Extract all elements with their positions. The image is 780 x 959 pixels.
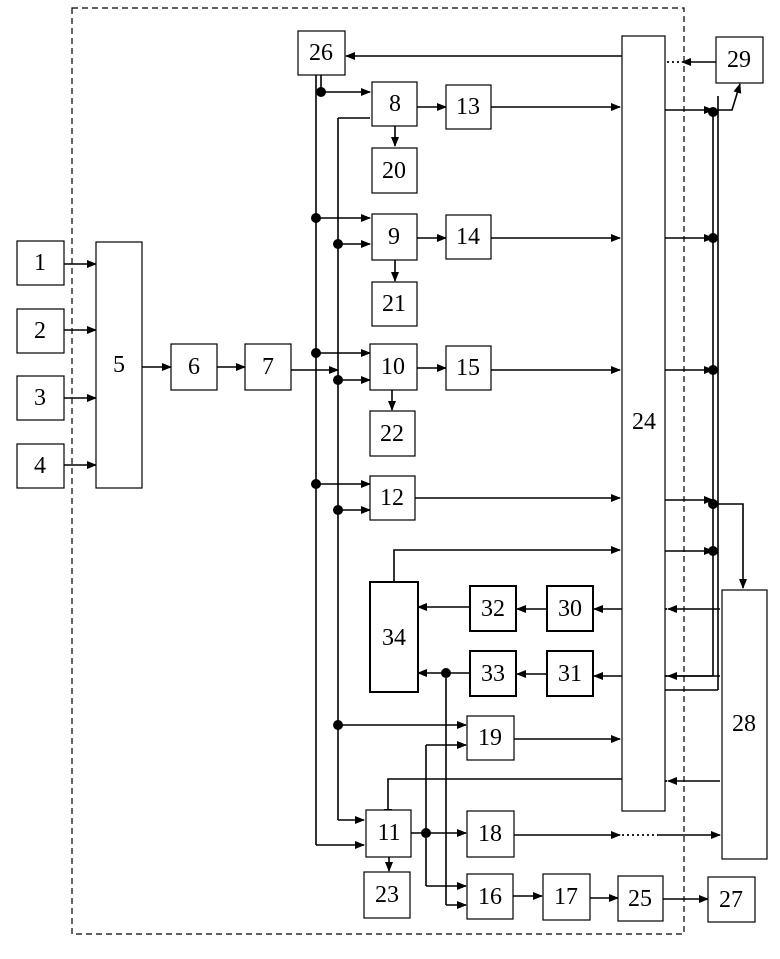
block-2: 2: [17, 309, 64, 353]
block-31: 31: [547, 651, 593, 696]
block-5: 5: [96, 242, 142, 488]
svg-text:10: 10: [381, 354, 405, 380]
block-9: 9: [372, 214, 417, 260]
block-34: 34: [370, 582, 418, 692]
svg-text:2: 2: [34, 318, 46, 344]
svg-text:19: 19: [478, 725, 502, 751]
block-14: 14: [446, 215, 491, 259]
block-27: 27: [708, 877, 755, 922]
svg-text:11: 11: [377, 820, 400, 846]
block-25: 25: [618, 876, 663, 921]
block-21: 21: [372, 282, 417, 326]
block-8: 8: [372, 82, 417, 126]
svg-text:17: 17: [554, 884, 578, 910]
block-6: 6: [171, 344, 217, 390]
svg-text:30: 30: [558, 596, 582, 622]
block-15: 15: [446, 346, 491, 390]
svg-text:24: 24: [632, 409, 656, 435]
blocks: 1 2 3 4 5 6 7 26 8 13 20 9 14 21 10 15 2…: [17, 31, 767, 922]
svg-text:15: 15: [456, 355, 480, 381]
block-7: 7: [245, 344, 291, 390]
svg-text:32: 32: [481, 596, 505, 622]
block-30: 30: [547, 586, 593, 631]
block-13: 13: [446, 85, 491, 129]
block-24: 24: [622, 36, 665, 811]
svg-text:13: 13: [456, 94, 480, 120]
block-16: 16: [467, 874, 513, 919]
svg-text:27: 27: [719, 887, 743, 913]
svg-text:29: 29: [727, 47, 751, 73]
svg-text:16: 16: [478, 884, 502, 910]
block-3: 3: [17, 376, 64, 420]
block-33: 33: [470, 651, 516, 696]
block-22: 22: [370, 411, 415, 456]
svg-text:5: 5: [113, 352, 125, 378]
svg-text:4: 4: [34, 453, 46, 479]
svg-text:3: 3: [34, 385, 46, 411]
svg-text:31: 31: [558, 661, 582, 687]
svg-text:26: 26: [309, 40, 333, 66]
svg-text:8: 8: [389, 91, 401, 117]
block-4: 4: [17, 444, 64, 488]
svg-text:23: 23: [375, 882, 399, 908]
svg-text:33: 33: [481, 661, 505, 687]
block-32: 32: [470, 586, 516, 631]
block-28: 28: [722, 590, 767, 859]
svg-text:7: 7: [262, 354, 274, 380]
block-10: 10: [370, 344, 417, 390]
block-26: 26: [298, 31, 345, 75]
block-18: 18: [467, 811, 514, 857]
svg-text:9: 9: [388, 224, 400, 250]
svg-text:28: 28: [732, 711, 756, 737]
block-17: 17: [543, 874, 590, 920]
block-29: 29: [716, 37, 763, 83]
svg-text:1: 1: [34, 250, 46, 276]
block-11: 11: [366, 810, 411, 857]
system-boundary: [72, 8, 684, 934]
svg-text:18: 18: [478, 821, 502, 847]
block-20: 20: [372, 148, 417, 193]
block-23: 23: [364, 872, 410, 918]
block-19: 19: [467, 716, 514, 760]
block-12: 12: [370, 476, 415, 520]
svg-text:25: 25: [628, 886, 652, 912]
svg-text:20: 20: [382, 158, 406, 184]
svg-text:6: 6: [188, 354, 200, 380]
svg-text:22: 22: [380, 421, 404, 447]
block-1: 1: [17, 241, 64, 285]
svg-text:12: 12: [380, 485, 404, 511]
svg-text:34: 34: [382, 625, 406, 651]
svg-text:14: 14: [456, 224, 480, 250]
svg-text:21: 21: [382, 291, 406, 317]
